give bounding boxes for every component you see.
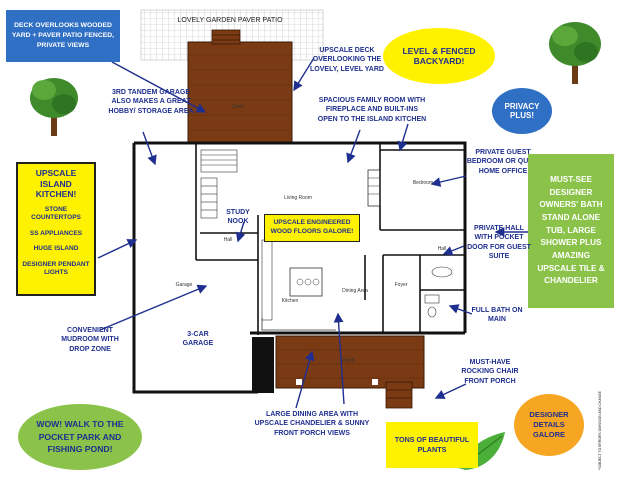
upscale-deck-note: UPSCALE DECK OVERLOOKING THE LOVELY, LEV… bbox=[310, 47, 384, 73]
deck bbox=[187, 41, 293, 143]
wood-floors-box: UPSCALE ENGINEERED WOOD FLOORS GALORE! bbox=[264, 214, 360, 242]
island-kitchen-box: UPSCALE ISLAND KITCHEN! STONE COUNTERTOP… bbox=[16, 162, 96, 296]
tandem-garage-note: 3RD TANDEM GARAGE ALSO MAKES A GREAT HOB… bbox=[108, 89, 194, 115]
house-walls bbox=[132, 141, 467, 394]
kitchen-feature: DESIGNER PENDANT LIGHTS bbox=[22, 260, 90, 277]
room-label-hall-left: Hall bbox=[223, 237, 233, 243]
room-label-foyer: Foyer bbox=[394, 282, 408, 288]
room-label-hall-right: Hall bbox=[437, 246, 447, 252]
room-label-garage: Garage bbox=[175, 282, 193, 288]
callout-arrows bbox=[97, 57, 528, 409]
porch-posts bbox=[296, 379, 378, 385]
fireplace bbox=[367, 169, 381, 207]
tree-icon bbox=[30, 78, 78, 136]
room-label-living: Living Room bbox=[284, 195, 312, 201]
family-room-note: SPACIOUS FAMILY ROOM WITH FIREPLACE AND … bbox=[317, 97, 427, 123]
garage-column bbox=[252, 337, 274, 393]
room-label-porch: Porch bbox=[341, 358, 355, 364]
kitchen-counter bbox=[261, 318, 336, 331]
stairs bbox=[200, 149, 238, 219]
rocking-chair-note: MUST-HAVE ROCKING CHAIR FRONT PORCH bbox=[461, 359, 519, 385]
disclaimer-wrap: *SUBJECT TO ERRORS OMISSION AND CHANGE bbox=[596, 391, 604, 472]
room-label-deck: Deck bbox=[232, 104, 244, 110]
designer-details-bubble: DESIGNER DETAILS GALORE bbox=[514, 394, 584, 456]
level-fenced-bubble: LEVEL & FENCED BACKYARD! bbox=[383, 28, 495, 84]
plants-box: TONS OF BEAUTIFUL PLANTS bbox=[386, 422, 478, 468]
walk-park-bubble: WOW! WALK TO THE POCKET PARK AND FISHING… bbox=[18, 404, 142, 470]
privacy-plus-bubble: PRIVACY PLUS! bbox=[492, 88, 552, 134]
disclaimer-text: *SUBJECT TO ERRORS OMISSION AND CHANGE bbox=[598, 391, 602, 470]
paver-patio-label: LOVELY GARDEN PAVER PATIO bbox=[177, 17, 283, 24]
garage-3car-label: 3-CAR GARAGE bbox=[182, 331, 214, 348]
owners-bath-box: MUST-SEE DESIGNER OWNERS' BATH STAND ALO… bbox=[528, 154, 614, 308]
study-nook-note: STUDY NOOK bbox=[226, 209, 250, 226]
mudroom-note: CONVENIENT MUDROOM WITH DROP ZONE bbox=[61, 327, 119, 353]
dining-area-note: LARGE DINING AREA WITH UPSCALE CHANDELIE… bbox=[254, 411, 370, 437]
deck-overlooks-box: DECK OVERLOOKS WOODED YARD + PAVER PATIO… bbox=[6, 10, 120, 62]
full-bath-note: FULL BATH ON MAIN bbox=[471, 307, 523, 324]
kitchen-feature: STONE COUNTERTOPS bbox=[31, 205, 81, 222]
room-label-kitchen: Kitchen bbox=[281, 298, 299, 304]
tree-icon-right bbox=[549, 22, 601, 84]
guest-bedroom-note: PRIVATE GUEST BEDROOM OR QUIET HOME OFFI… bbox=[466, 149, 540, 175]
room-label-dining: Dining Area bbox=[342, 288, 368, 294]
kitchen-feature: HUGE ISLAND bbox=[33, 245, 79, 253]
bath-tub bbox=[431, 266, 453, 278]
kitchen-island bbox=[289, 267, 323, 297]
deck-stairs bbox=[211, 29, 241, 45]
private-hall-note: PRIVATE HALL WITH POCKET DOOR FOR GUEST … bbox=[467, 225, 531, 261]
porch-steps bbox=[385, 381, 413, 409]
island-kitchen-title: UPSCALE ISLAND KITCHEN! bbox=[35, 168, 77, 200]
room-label-bedroom: Bedroom bbox=[412, 180, 434, 186]
bath-toilet bbox=[427, 306, 437, 318]
kitchen-feature: SS APPLIANCES bbox=[29, 229, 83, 237]
